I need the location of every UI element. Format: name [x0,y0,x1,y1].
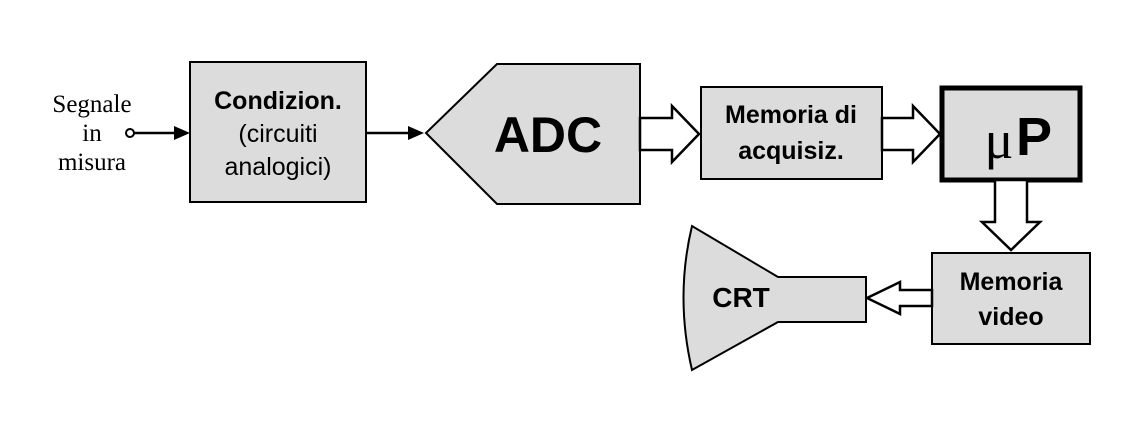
conditioning-line3: analogici) [224,153,331,181]
crt-label: CRT [712,282,770,313]
conditioning-line2: (circuiti [238,120,317,148]
acq-memory-line2: acquisiz. [738,137,844,165]
processor-to-video-memory-arrow [978,178,1044,252]
conditioning-block [189,61,367,203]
acq-memory-to-processor-arrow [880,102,942,166]
adc-label: ADC [494,107,602,163]
video-memory-line2: video [978,303,1043,331]
input-label-line3: misura [58,149,126,176]
input-label-line1: Segnale [52,91,131,118]
acq-memory-line1: Memoria di [725,101,857,129]
video-memory-block [931,252,1091,345]
input-arrowhead [174,126,190,140]
crt-block [682,224,867,372]
processor-p: P [1016,107,1052,167]
input-terminal [125,128,135,138]
video-memory-line1: Memoria [960,268,1064,296]
processor-mu: μ [985,110,1014,170]
conditioning-to-adc-arrowhead [408,126,424,140]
video-memory-to-crt-arrow [864,280,934,316]
conditioning-title: Condizion. [214,87,342,115]
adc-to-acq-memory-arrow [638,102,701,166]
input-label-line2: in [82,120,102,147]
